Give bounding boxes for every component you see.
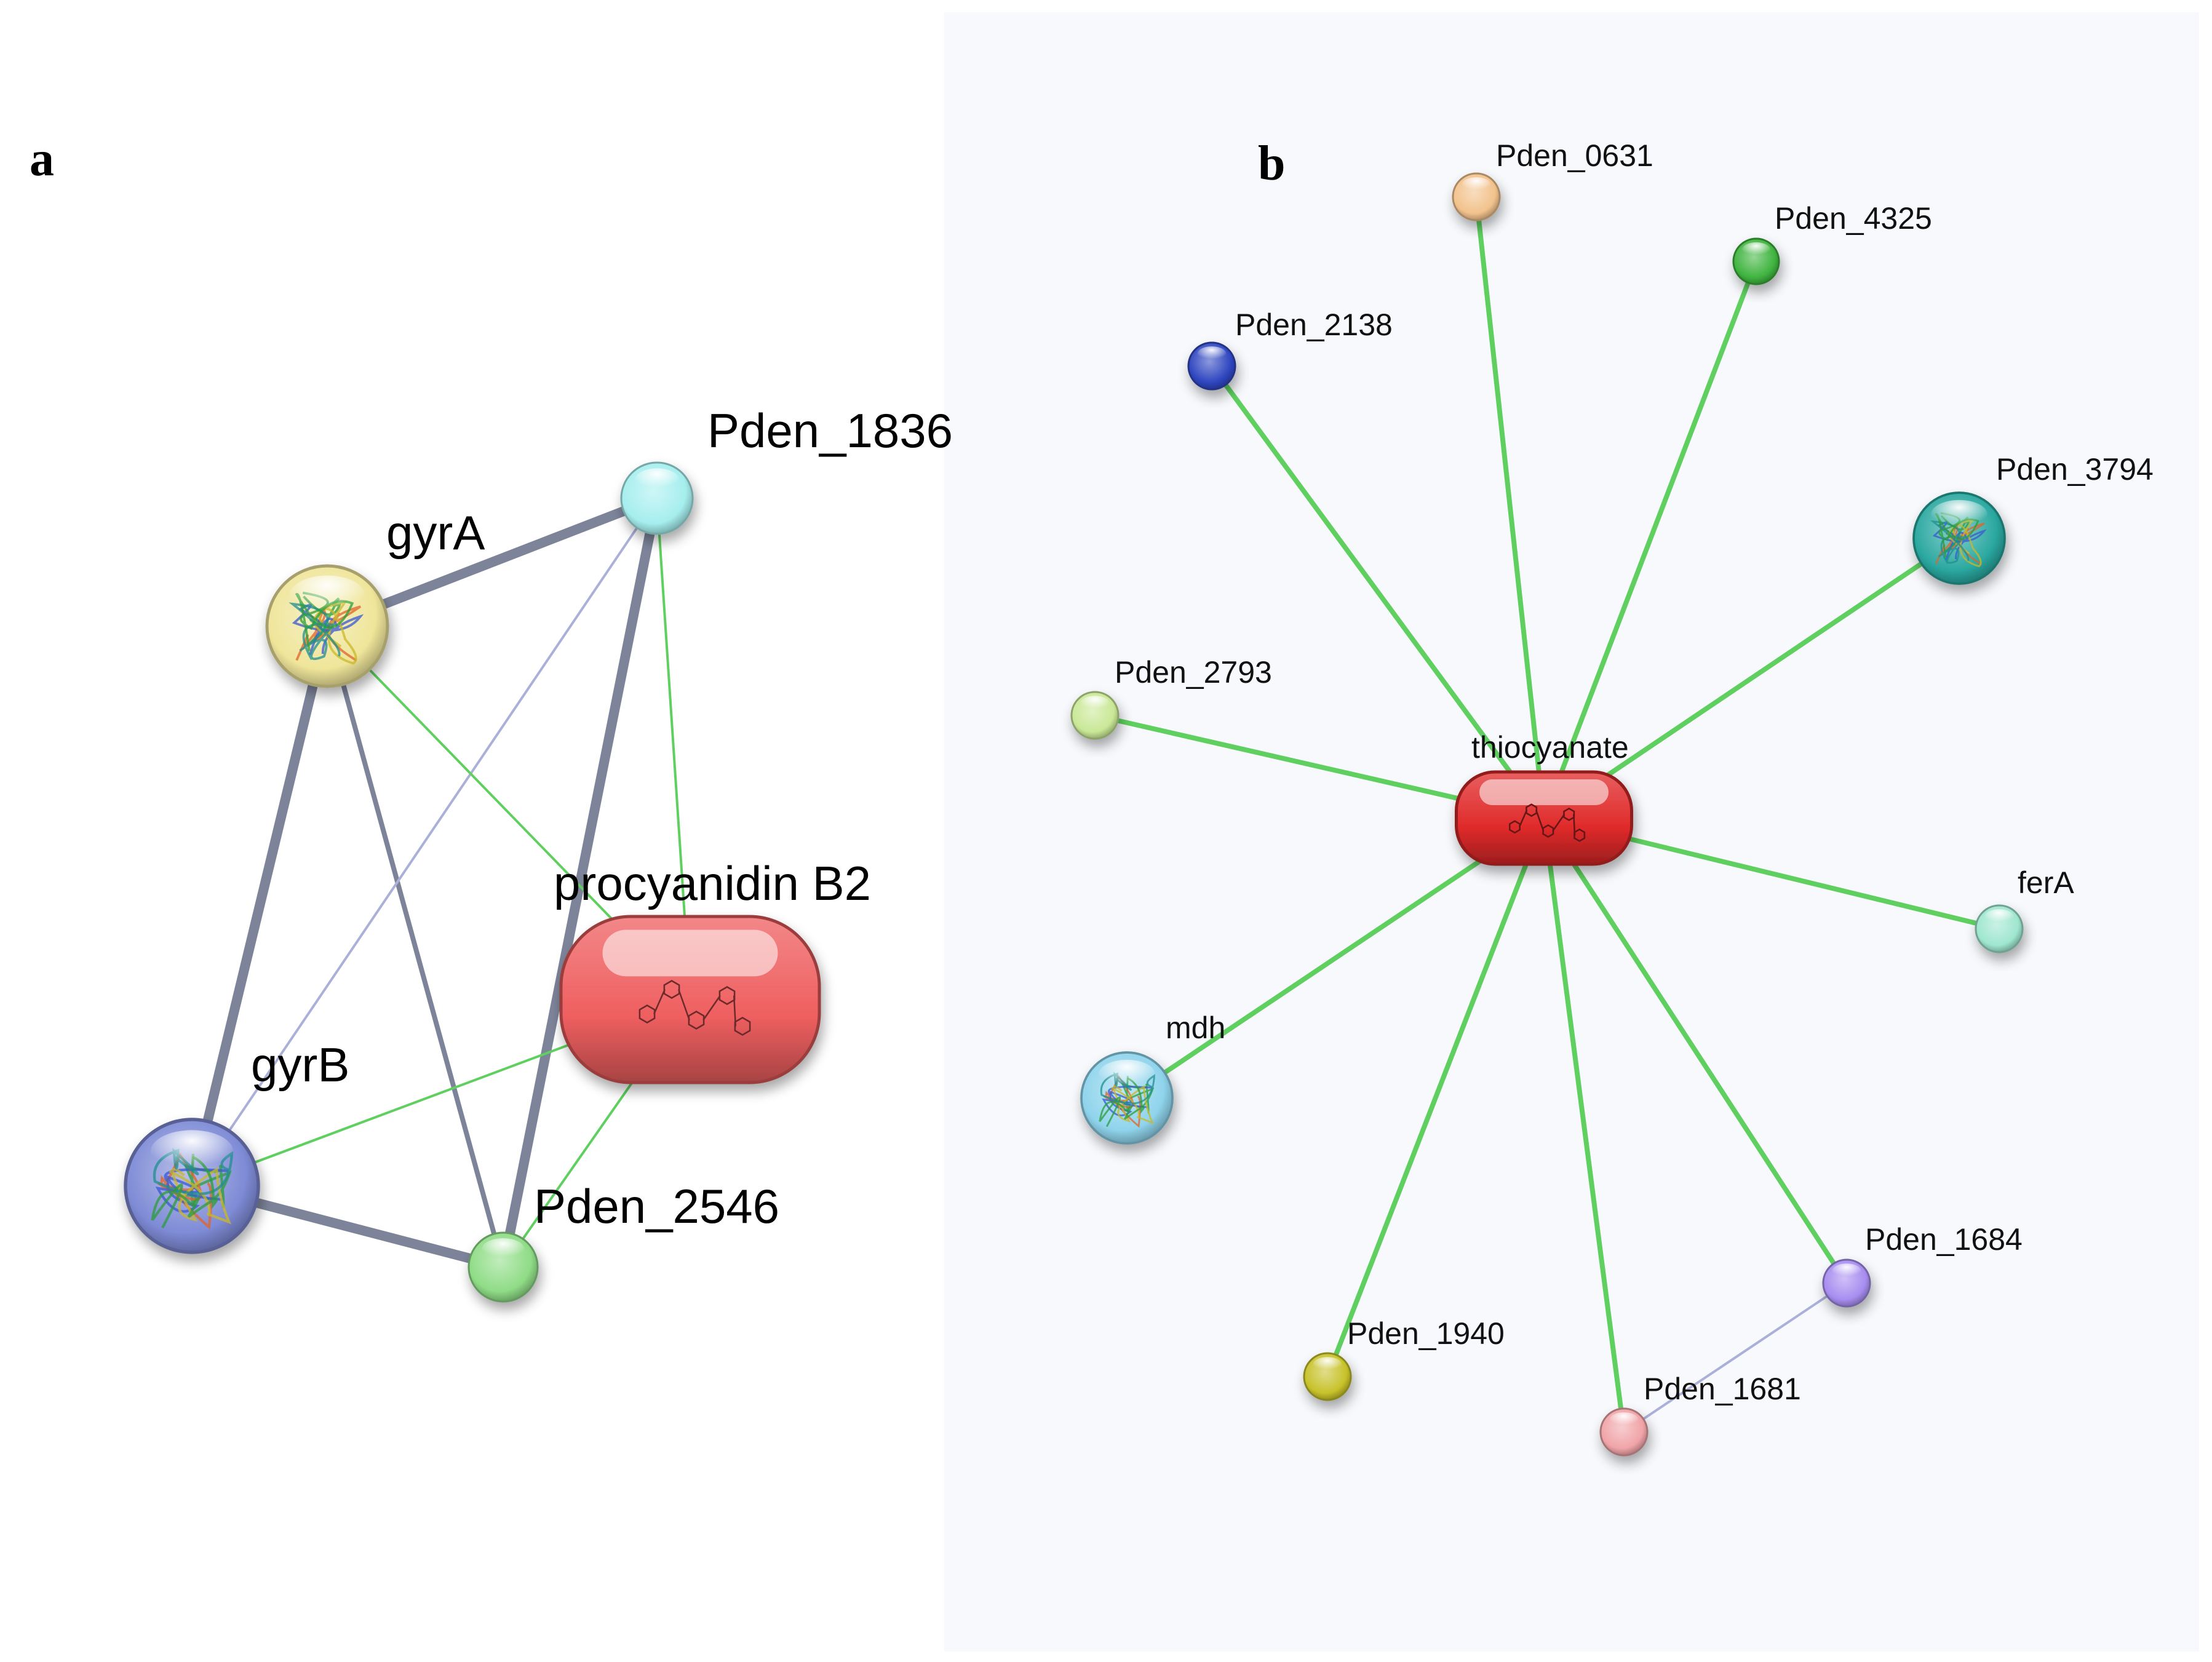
sphere-highlight [1099,1059,1155,1089]
sphere-highlight [1080,696,1110,711]
node-ferA[interactable] [1975,904,2024,953]
label-Pden_2793: Pden_2793 [1115,655,1272,690]
node-Pden_1681[interactable] [1599,1407,1649,1457]
network-panel-b: thiocyanate Pden_0631Pden_4325Pden_2138Pd… [1070,138,2154,1457]
label-Pden_1940: Pden_1940 [1347,1316,1505,1351]
node-Pden_2138[interactable] [1187,341,1236,391]
sphere-highlight [1313,1357,1342,1372]
edge-thiocyanate-Pden_0631 [1474,194,1546,821]
network-panel-a: gyrA Pden_1836 gyrB Pden_2546 procyanidin B2 [124,404,953,1303]
protein-structure-icon [151,1155,218,1229]
sphere-highlight [1462,177,1491,193]
edge-gyrA-Pden_2546 [325,624,506,1270]
edge-Pden_1836-gyrB [191,497,658,1187]
sphere-highlight [1832,1263,1861,1279]
node-Pden_1940[interactable] [1303,1352,1352,1401]
pill-highlight [602,929,778,977]
molecule-icon [1509,803,1586,842]
node-Pden_2546[interactable] [467,1231,539,1303]
edge-thiocyanate-Pden_3794 [1542,536,1962,821]
sphere-highlight [290,575,365,614]
node-Pden_3794[interactable] [1912,491,2006,585]
node-Pden_1836[interactable] [620,461,694,535]
label-Pden_3794: Pden_3794 [1996,452,2154,487]
label-gyrB: gyrB [251,1038,349,1092]
node-thiocyanate[interactable] [1455,770,1633,866]
label-Pden_2546: Pden_2546 [534,1179,779,1233]
edge-Pden_1836-Pden_2546 [498,493,662,1272]
label-mdh: mdh [1166,1011,1225,1045]
edge-thiocyanate-Pden_1681 [1542,816,1626,1434]
label-Pden_1684: Pden_1684 [1865,1222,2023,1257]
panel-a-letter: a [30,132,54,186]
edge-thiocyanate-mdh [1124,816,1546,1100]
sphere-highlight [482,1238,525,1260]
edge-thiocyanate-Pden_1940 [1325,816,1546,1379]
sphere-highlight [1984,909,2014,924]
node-Pden_4325[interactable] [1732,237,1780,285]
labels-a: gyrA Pden_1836 gyrB Pden_2546 procyanidin B2 [251,404,953,1233]
label-ferA: ferA [2018,865,2074,900]
label-Pden_4325: Pden_4325 [1775,201,1932,236]
node-Pden_1684[interactable] [1822,1258,1871,1308]
protein-structure-icon [1099,1077,1145,1127]
label-thiocyanate: thiocyanate [1471,730,1629,765]
protein-structure-icon [1111,1085,1154,1124]
node-Pden_2793[interactable] [1070,691,1120,740]
sphere-highlight [635,468,679,491]
sphere-highlight [1197,346,1227,362]
node-procyanidin_B2[interactable] [559,915,821,1084]
panel-a-background [0,0,944,1662]
labels-b: thiocyanate Pden_0631Pden_4325Pden_2138Pd… [1115,138,2154,1406]
nodes-b [1070,172,2024,1457]
label-Pden_1836: Pden_1836 [707,404,953,458]
sphere-highlight [1931,499,1987,530]
node-gyrA[interactable] [265,564,389,688]
panel-b-letter: b [1258,137,1286,191]
sphere-highlight [1742,242,1770,257]
molecule-icon [639,980,751,1036]
protein-structure-icon [1930,520,1970,564]
node-Pden_0631[interactable] [1452,172,1501,221]
edges-b [1092,194,2002,1434]
label-Pden_1681: Pden_1681 [1644,1372,1801,1406]
protein-structure-icon [155,1168,229,1213]
edge-thiocyanate-Pden_4325 [1542,259,1759,821]
edge-gyrA-gyrB [187,621,332,1191]
sphere-highlight [1609,1412,1639,1428]
node-mdh[interactable] [1080,1051,1174,1145]
edge-thiocyanate-Pden_2138 [1209,364,1546,821]
label-procyanidin_B2: procyanidin B2 [554,856,871,910]
edge-Pden_1684-Pden_1681 [1623,1282,1848,1433]
sphere-highlight [151,1130,233,1173]
label-Pden_0631: Pden_0631 [1496,138,1653,173]
node-gyrB[interactable] [124,1118,260,1254]
pill-highlight [1479,779,1609,805]
nodes-a [124,461,821,1303]
edge-thiocyanate-Pden_1684 [1542,816,1849,1286]
label-Pden_2138: Pden_2138 [1235,308,1393,342]
label-gyrA: gyrA [386,506,485,560]
